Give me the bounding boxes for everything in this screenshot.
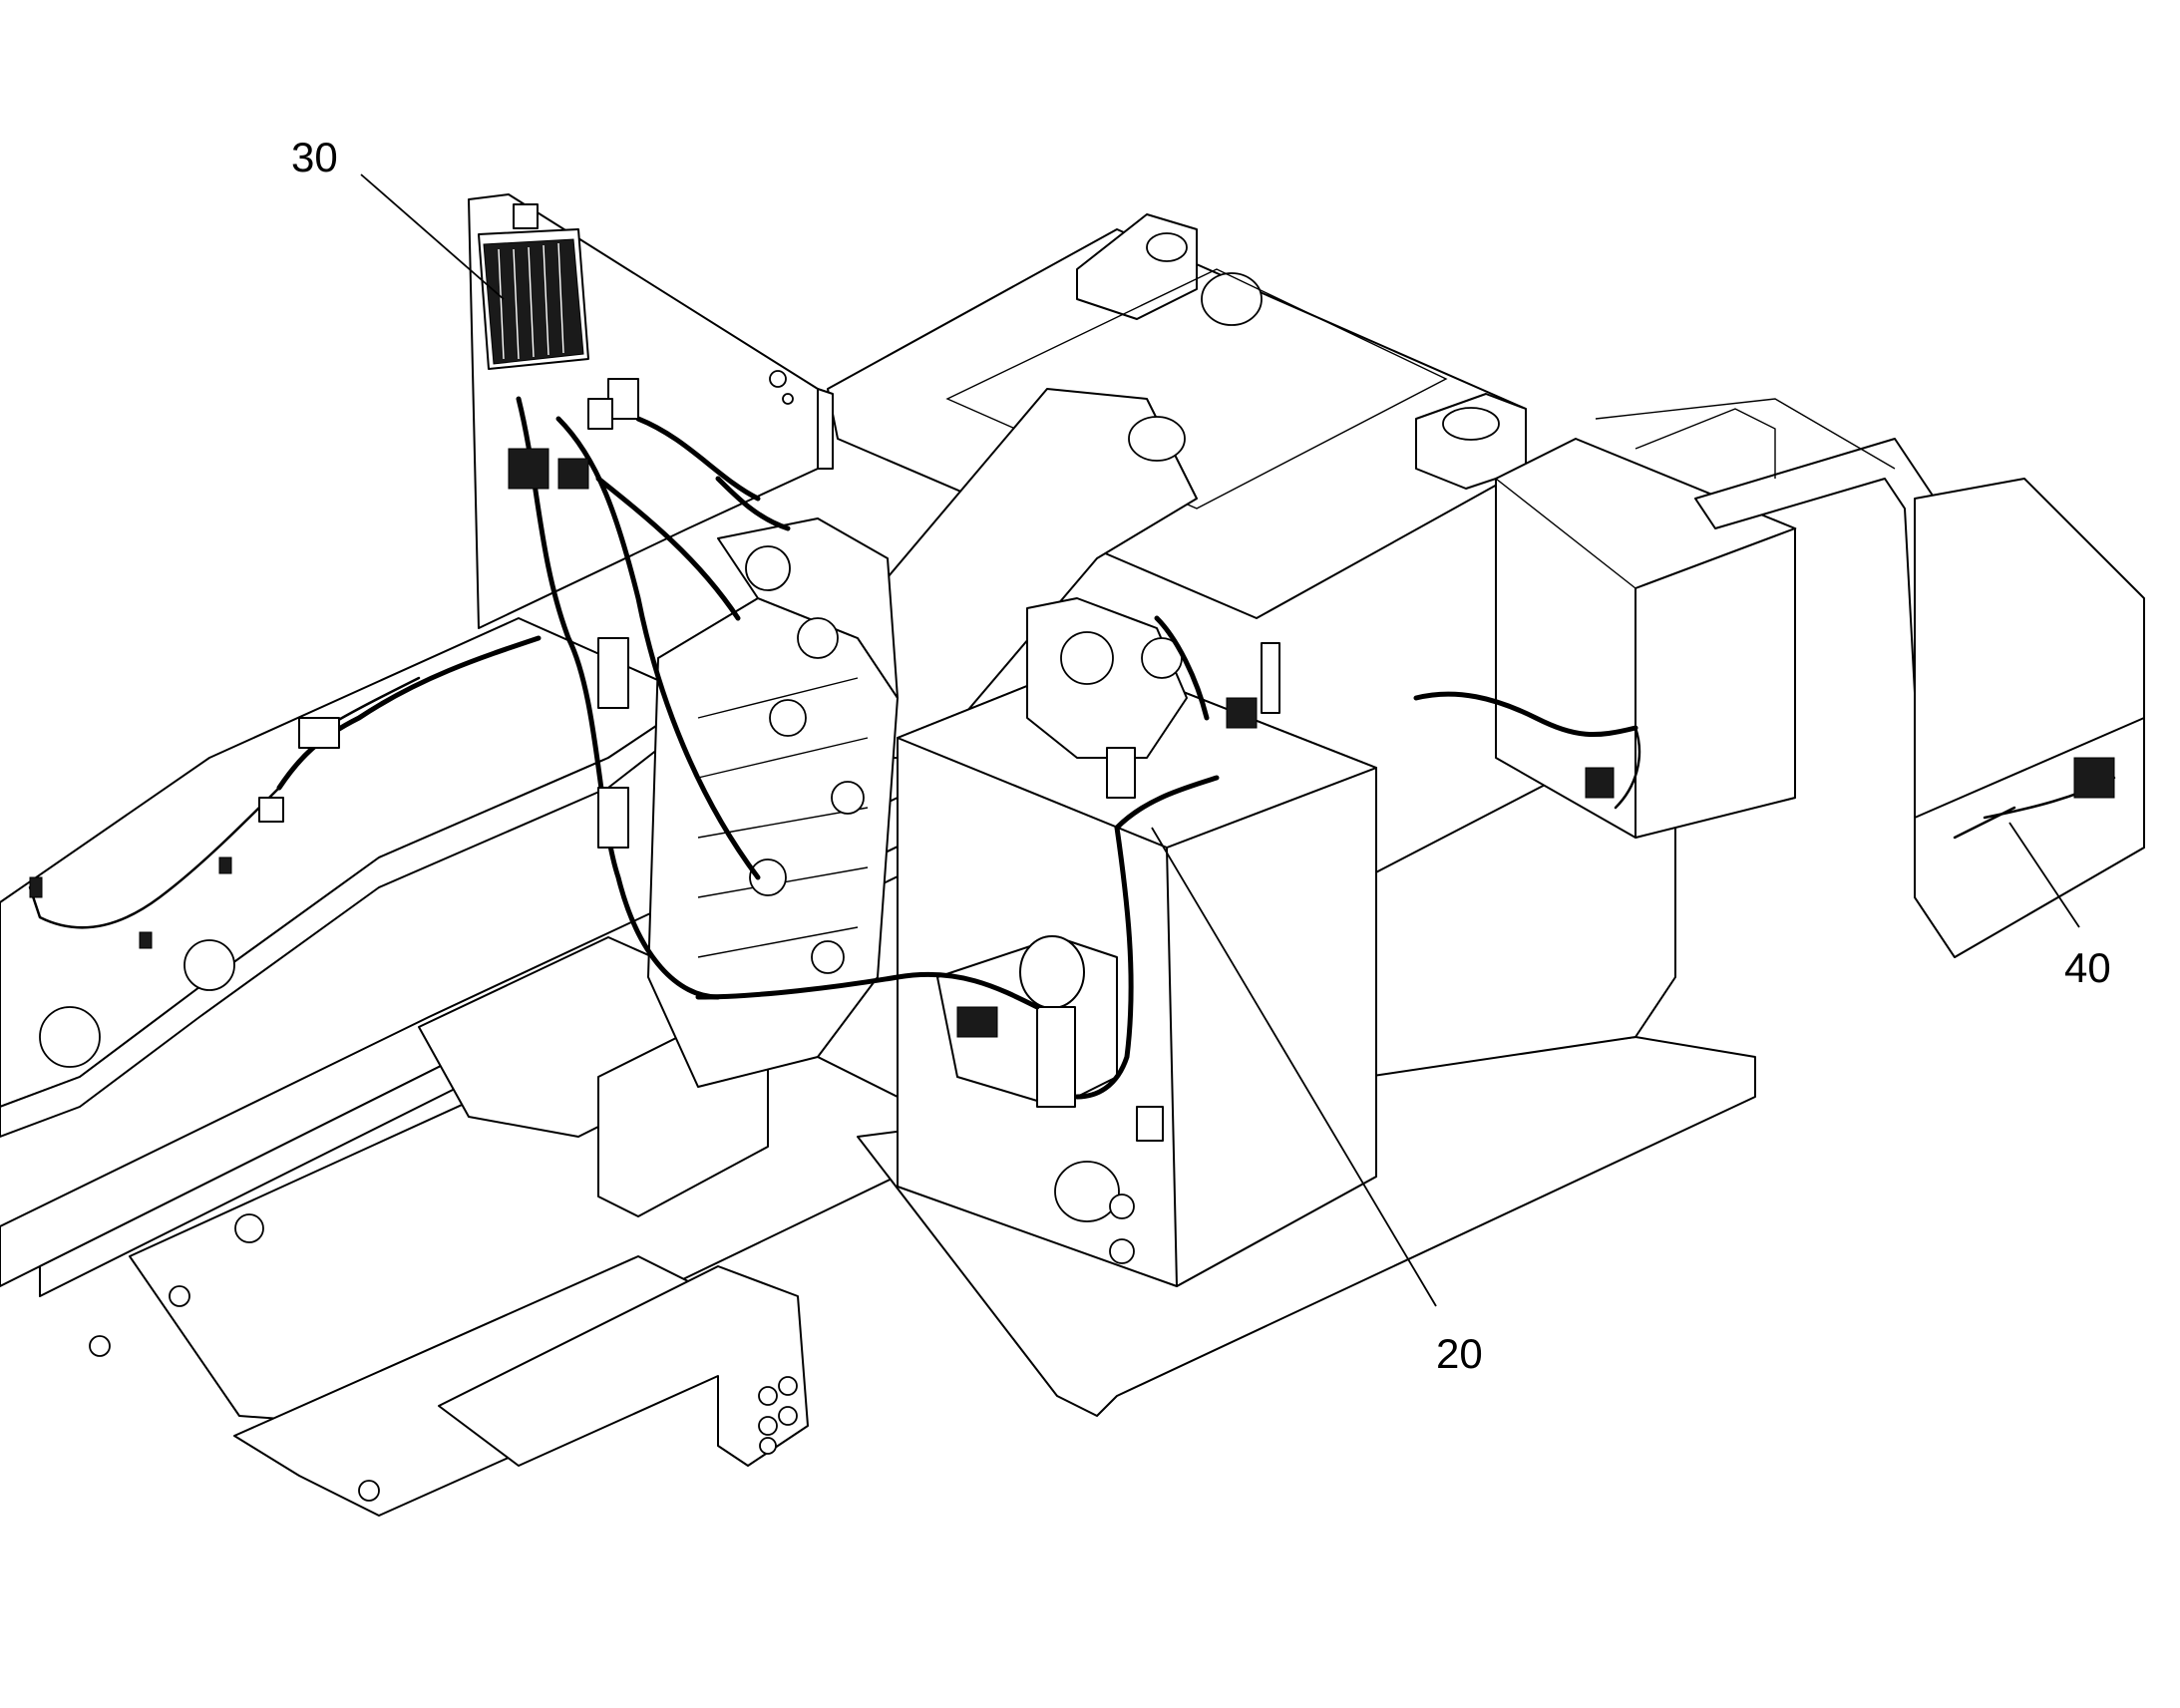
control-valve-stack	[647, 517, 899, 1088]
callout-labels: 30 20 40	[291, 134, 2111, 1377]
leader-40	[2008, 822, 2080, 928]
leader-20	[1151, 827, 1437, 1307]
connector-clusters	[29, 448, 2115, 1038]
wiring-harness	[28, 396, 2116, 1100]
rear-cross-frame	[827, 213, 1756, 1417]
callout-30: 30	[291, 134, 338, 180]
controller-module	[478, 228, 639, 430]
hydraulic-tank	[897, 597, 1377, 1287]
callout-leaders	[360, 173, 2080, 1307]
callout-40: 40	[2064, 944, 2111, 991]
pilot-valve-block	[936, 935, 1118, 1108]
callout-20: 20	[1436, 1330, 1483, 1377]
leader-30	[360, 173, 505, 300]
electrical-box	[1494, 398, 2145, 958]
